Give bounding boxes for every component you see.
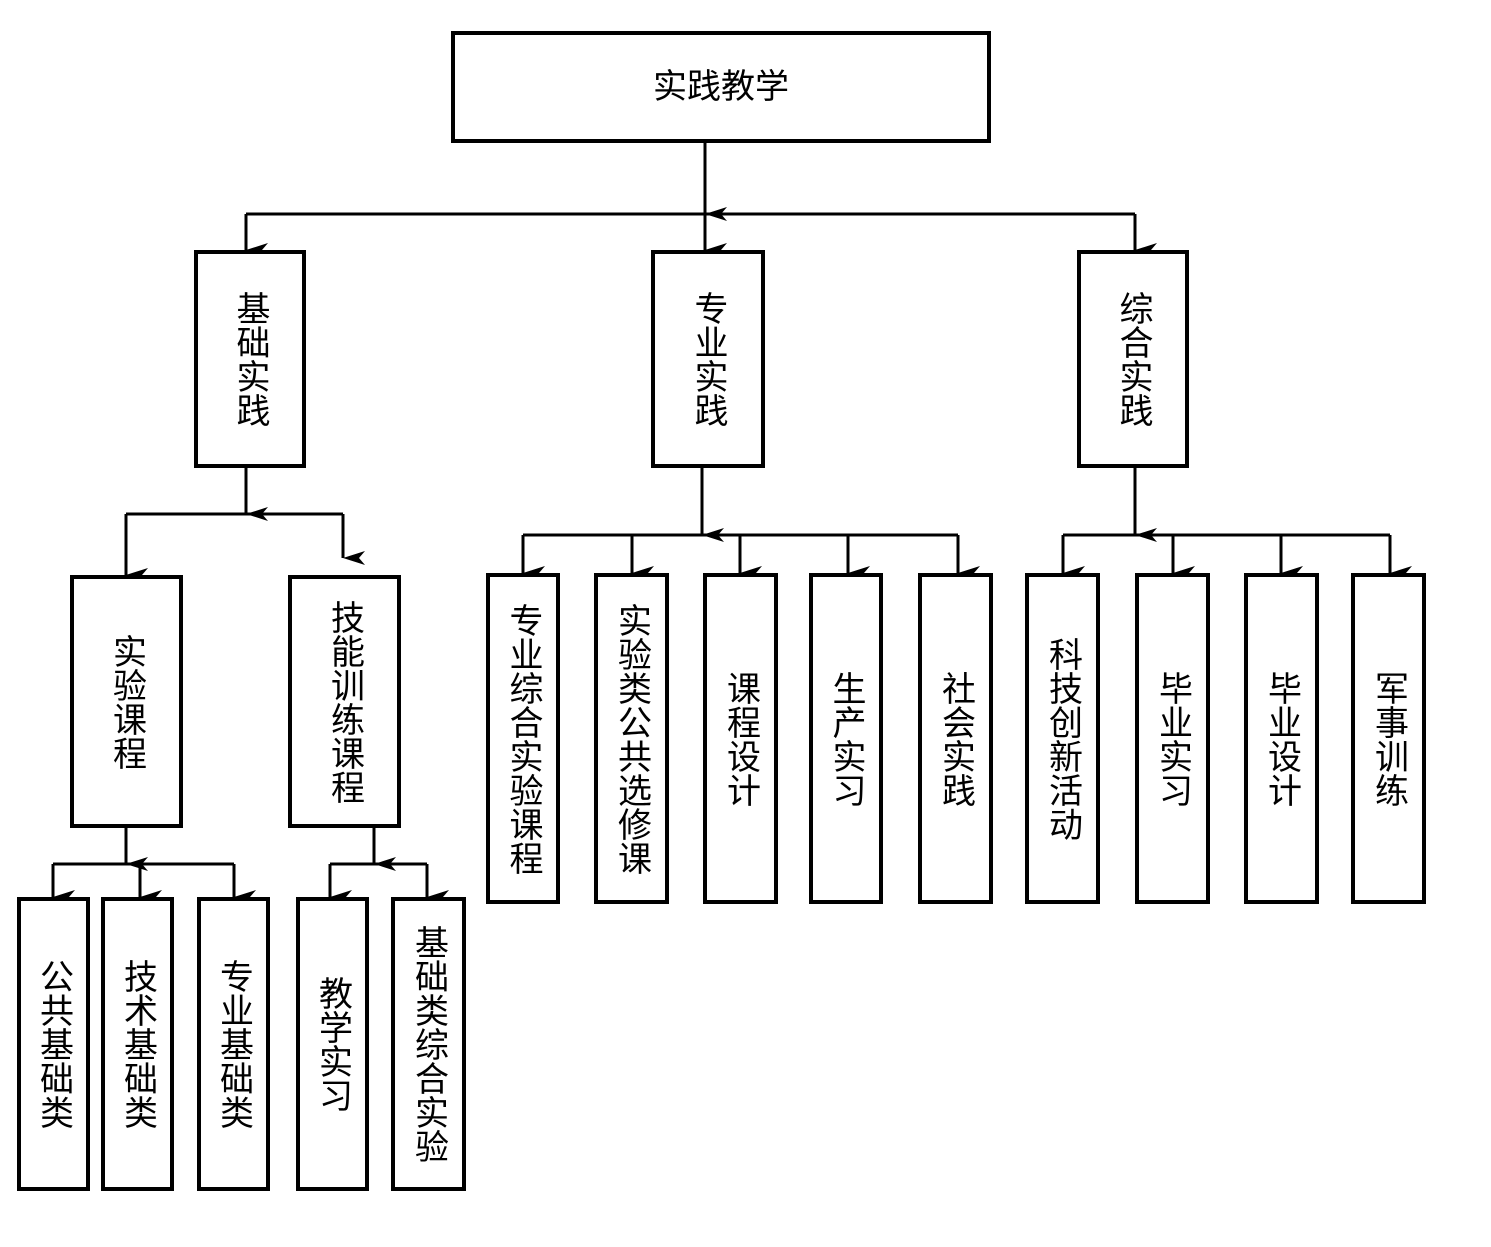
item-label: 科技创新活动 bbox=[1042, 636, 1083, 841]
group-label: 技能训练课程 bbox=[324, 599, 365, 804]
item-basic-comprehensive-experiment: 基础类综合实验 bbox=[391, 897, 466, 1191]
category-label: 基础实践 bbox=[230, 291, 270, 427]
item-label: 毕业实习 bbox=[1152, 670, 1193, 807]
group-label: 实验课程 bbox=[106, 633, 147, 770]
item-military-training: 军事训练 bbox=[1351, 573, 1426, 904]
root-label: 实践教学 bbox=[653, 67, 789, 107]
root-node: 实践教学 bbox=[451, 31, 991, 143]
item-label: 基础类综合实验 bbox=[408, 925, 449, 1163]
item-professional-basics: 专业基础类 bbox=[197, 897, 270, 1191]
item-tech-innovation: 科技创新活动 bbox=[1025, 573, 1100, 904]
item-label: 技术基础类 bbox=[117, 959, 158, 1129]
item-label: 教学实习 bbox=[312, 976, 353, 1112]
category-comprehensive-practice: 综合实践 bbox=[1077, 250, 1189, 468]
item-technical-basics: 技术基础类 bbox=[101, 897, 174, 1191]
item-social-practice: 社会实践 bbox=[918, 573, 993, 904]
item-label: 生产实习 bbox=[826, 670, 866, 807]
category-basic-practice: 基础实践 bbox=[194, 250, 306, 468]
item-teaching-internship: 教学实习 bbox=[296, 897, 369, 1191]
category-professional-practice: 专业实践 bbox=[651, 250, 765, 468]
item-label: 实验类公共选修课 bbox=[611, 602, 652, 875]
item-graduation-internship: 毕业实习 bbox=[1135, 573, 1210, 904]
group-skill-training-courses: 技能训练课程 bbox=[288, 575, 401, 828]
item-experiment-public-elective: 实验类公共选修课 bbox=[594, 573, 669, 904]
item-label: 公共基础类 bbox=[33, 959, 74, 1129]
item-label: 课程设计 bbox=[720, 670, 761, 807]
category-label: 专业实践 bbox=[688, 291, 728, 427]
item-production-internship: 生产实习 bbox=[809, 573, 883, 904]
item-label: 专业基础类 bbox=[213, 959, 254, 1129]
item-course-design: 课程设计 bbox=[703, 573, 778, 904]
item-label: 军事训练 bbox=[1368, 670, 1409, 807]
item-label: 社会实践 bbox=[935, 670, 976, 807]
category-label: 综合实践 bbox=[1113, 291, 1153, 427]
group-experiment-courses: 实验课程 bbox=[70, 575, 183, 828]
item-graduation-design: 毕业设计 bbox=[1244, 573, 1319, 904]
item-label: 毕业设计 bbox=[1261, 670, 1302, 807]
item-prof-comprehensive-experiment: 专业综合实验课程 bbox=[486, 573, 560, 904]
item-public-basics: 公共基础类 bbox=[17, 897, 90, 1191]
item-label: 专业综合实验课程 bbox=[503, 602, 543, 875]
